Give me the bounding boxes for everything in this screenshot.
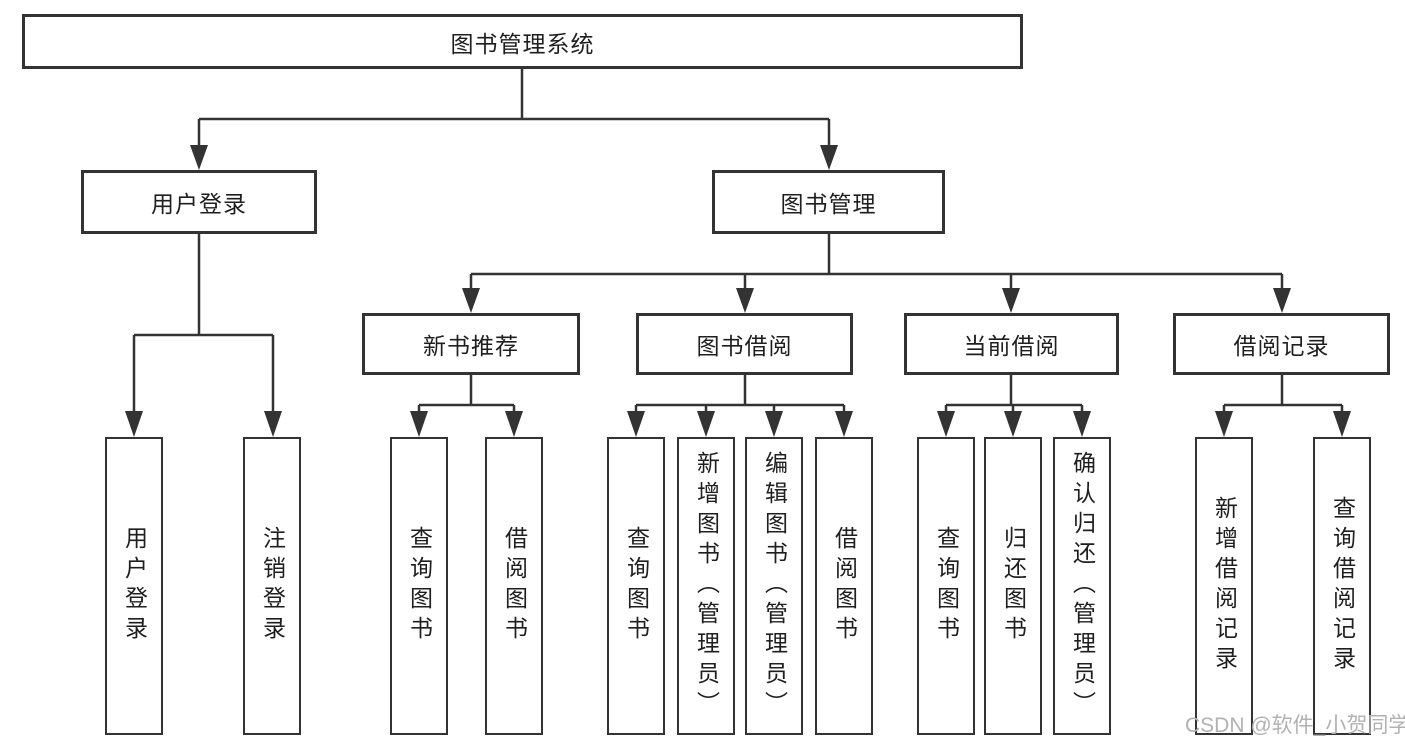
node-borrow-records: 借阅记录 — [1173, 313, 1390, 375]
node-label: 查询图书 — [406, 526, 433, 646]
node-label: 图书借阅 — [696, 333, 793, 359]
leaf-query-borrow-record: 查询借阅记录 — [1313, 437, 1371, 735]
node-label: 查询图书 — [623, 526, 650, 646]
node-label: 确认归还（管理员） — [1069, 451, 1096, 721]
node-label: 当前借阅 — [963, 333, 1060, 359]
csdn-watermark: CSDN @软件_小贺同学 — [1185, 714, 1405, 737]
node-book-borrow: 图书借阅 — [636, 313, 853, 375]
node-library-management-system: 图书管理系统 — [22, 14, 1023, 69]
node-label: 用户登录 — [121, 526, 148, 646]
node-label: 查询借阅记录 — [1329, 496, 1356, 676]
leaf-logout: 注销登录 — [243, 437, 301, 735]
leaf-query-books-2: 查询图书 — [607, 437, 665, 735]
leaf-edit-book-admin: 编辑图书（管理员） — [745, 437, 803, 735]
node-label: 图书管理 — [780, 191, 877, 217]
leaf-user-login: 用户登录 — [105, 437, 163, 735]
node-label: 新书推荐 — [423, 333, 519, 359]
node-label: 归还图书 — [1000, 526, 1027, 646]
node-label: 借阅图书 — [501, 526, 528, 646]
node-new-book-recommend: 新书推荐 — [362, 313, 580, 375]
node-label: 借阅图书 — [831, 526, 858, 646]
node-label: 查询图书 — [933, 526, 960, 646]
leaf-query-books: 查询图书 — [390, 437, 448, 735]
leaf-borrow-books: 借阅图书 — [485, 437, 543, 735]
node-label: 图书管理系统 — [450, 30, 595, 57]
node-user-login: 用户登录 — [81, 170, 317, 234]
leaf-query-books-3: 查询图书 — [917, 437, 975, 735]
leaf-return-books: 归还图书 — [984, 437, 1042, 735]
node-label: 新增借阅记录 — [1211, 496, 1238, 676]
leaf-add-borrow-record: 新增借阅记录 — [1195, 437, 1253, 735]
node-label: 编辑图书（管理员） — [761, 451, 788, 721]
leaf-confirm-return-admin: 确认归还（管理员） — [1053, 437, 1111, 735]
node-label: 新增图书（管理员） — [693, 451, 720, 721]
leaf-add-book-admin: 新增图书（管理员） — [677, 437, 735, 735]
node-label: 用户登录 — [151, 191, 247, 217]
node-label: 借阅记录 — [1233, 333, 1330, 359]
leaf-borrow-books-2: 借阅图书 — [815, 437, 873, 735]
node-current-borrow: 当前借阅 — [904, 313, 1119, 375]
node-book-management: 图书管理 — [712, 170, 945, 234]
node-label: 注销登录 — [259, 526, 286, 646]
